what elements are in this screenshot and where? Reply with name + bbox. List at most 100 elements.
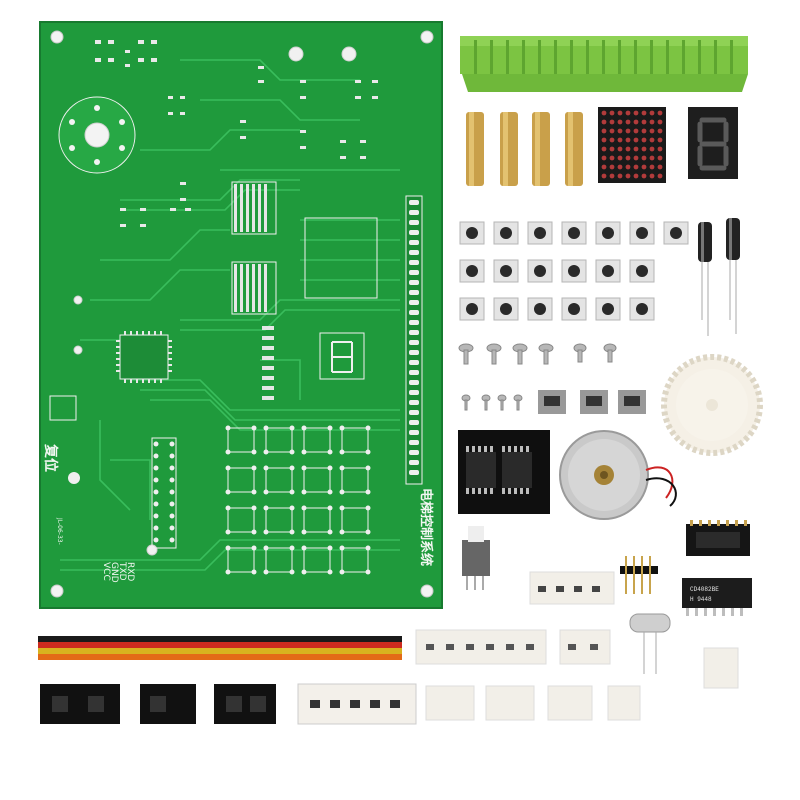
tactile-button: [527, 297, 553, 321]
led-matrix-dot: [641, 119, 647, 125]
pcb-board: 复位 RXD TXD GND VCC JL-06-33- 电梯控制系统: [39, 21, 443, 609]
led-matrix-dot: [601, 173, 607, 179]
smd-tapes: [415, 571, 739, 721]
led-matrix-dot: [625, 155, 631, 161]
led-matrix-dot: [625, 110, 631, 116]
tactile-button: [561, 297, 587, 321]
tactile-button: [629, 221, 655, 245]
led-matrix-dot: [649, 164, 655, 170]
tactile-button: [561, 259, 587, 283]
pin-label-vcc: VCC: [101, 562, 111, 581]
led-matrix-dot: [657, 137, 663, 143]
board-title: 电梯控制系统: [418, 488, 434, 566]
led-matrix-dot: [641, 128, 647, 134]
tactile-button: [629, 259, 655, 283]
led-matrix-dot: [625, 164, 631, 170]
led-matrix-dot: [617, 146, 623, 152]
metal-brackets: [538, 390, 646, 414]
led-matrix-dot: [609, 119, 615, 125]
led-matrix-dot: [601, 119, 607, 125]
led-matrix-dot: [601, 155, 607, 161]
pin-label-txd: TXD: [117, 561, 127, 581]
ic-submarking: H 9448: [690, 596, 712, 603]
smd-pads-top: [95, 40, 378, 227]
led-matrix-dot: [633, 164, 639, 170]
uart-pin-labels: RXD TXD GND VCC: [101, 561, 135, 583]
led-matrix-dot: [657, 119, 663, 125]
tactile-button: [561, 221, 587, 245]
led-matrix-dot: [601, 110, 607, 116]
seven-seg-silk: [331, 341, 353, 373]
led-matrix-dot: [641, 137, 647, 143]
led-matrix-dot: [625, 137, 631, 143]
pin-header: [620, 556, 658, 594]
tactile-button: [493, 221, 519, 245]
led-matrix-dot: [617, 110, 623, 116]
led-matrix-dot: [609, 146, 615, 152]
led-matrix-dot: [633, 155, 639, 161]
led-matrix-dot: [641, 155, 647, 161]
led-matrix-dot: [609, 164, 615, 170]
led-matrix-dot: [617, 164, 623, 170]
mounting-holes: [50, 30, 434, 598]
led-matrix-dot: [609, 173, 615, 179]
led-matrix-dot: [617, 119, 623, 125]
brass-standoffs: [466, 112, 583, 186]
led-matrix-dot: [641, 164, 647, 170]
tactile-button: [459, 297, 485, 321]
test-point-pads: [73, 46, 357, 556]
led-matrix-dot: [657, 164, 663, 170]
dip-ic: CD4082BE H 9448: [682, 578, 752, 616]
seven-segment-display: [688, 107, 738, 179]
ic-marking: CD4082BE: [690, 586, 719, 593]
led-matrix-dot: [649, 119, 655, 125]
plastic-gear: [661, 354, 763, 456]
reset-button-silk: [49, 395, 80, 484]
tactile-button: [663, 221, 689, 245]
led-matrix-dot: [633, 128, 639, 134]
led-matrix-dot: [649, 173, 655, 179]
ribbon-cable: [38, 636, 402, 660]
led-matrix-dot: [641, 146, 647, 152]
electrolytic-capacitors: [698, 218, 740, 336]
ic-pads: [234, 184, 267, 312]
led-matrix-dot: [625, 146, 631, 152]
led-matrix-dot: [633, 146, 639, 152]
led-matrix-dot: [633, 137, 639, 143]
reset-label: 复位: [42, 443, 59, 472]
pin-label-rxd: RXD: [125, 562, 135, 581]
led-matrix-dot: [649, 155, 655, 161]
date-code: JL-06-33-: [56, 517, 63, 545]
ic-footprints: [151, 181, 378, 549]
led-matrix-dot: [609, 110, 615, 116]
button-hole-pads: [225, 425, 371, 575]
led-matrix-dot: [617, 128, 623, 134]
motor-mount-pad: [58, 96, 136, 174]
led-matrix-dot: [657, 146, 663, 152]
tactile-button: [493, 259, 519, 283]
led-matrix-dot: [633, 173, 639, 179]
dc-motor: [559, 430, 677, 520]
tactile-button: [629, 297, 655, 321]
led-matrix-dot: [617, 137, 623, 143]
pin-label-gnd: GND: [109, 562, 119, 583]
crystal-oscillator: [629, 613, 671, 674]
tactile-button: [459, 259, 485, 283]
soic-chip-strip: [458, 430, 550, 514]
led-matrix-dot: [617, 155, 623, 161]
green-terminal-block: [460, 36, 748, 92]
led-matrix-dot: [625, 128, 631, 134]
led-matrix-dot: [633, 110, 639, 116]
tactile-button: [527, 221, 553, 245]
led-matrix-dot: [649, 146, 655, 152]
tactile-button: [595, 259, 621, 283]
led-matrix-dot: [649, 128, 655, 134]
led-matrix-dot: [601, 164, 607, 170]
led-dot-matrix: [598, 107, 666, 183]
led-matrix-dot: [617, 173, 623, 179]
led-matrix-dot: [657, 155, 663, 161]
dip-pads: [153, 441, 175, 543]
button-footprints: [227, 427, 369, 573]
led-matrix-dot: [641, 110, 647, 116]
